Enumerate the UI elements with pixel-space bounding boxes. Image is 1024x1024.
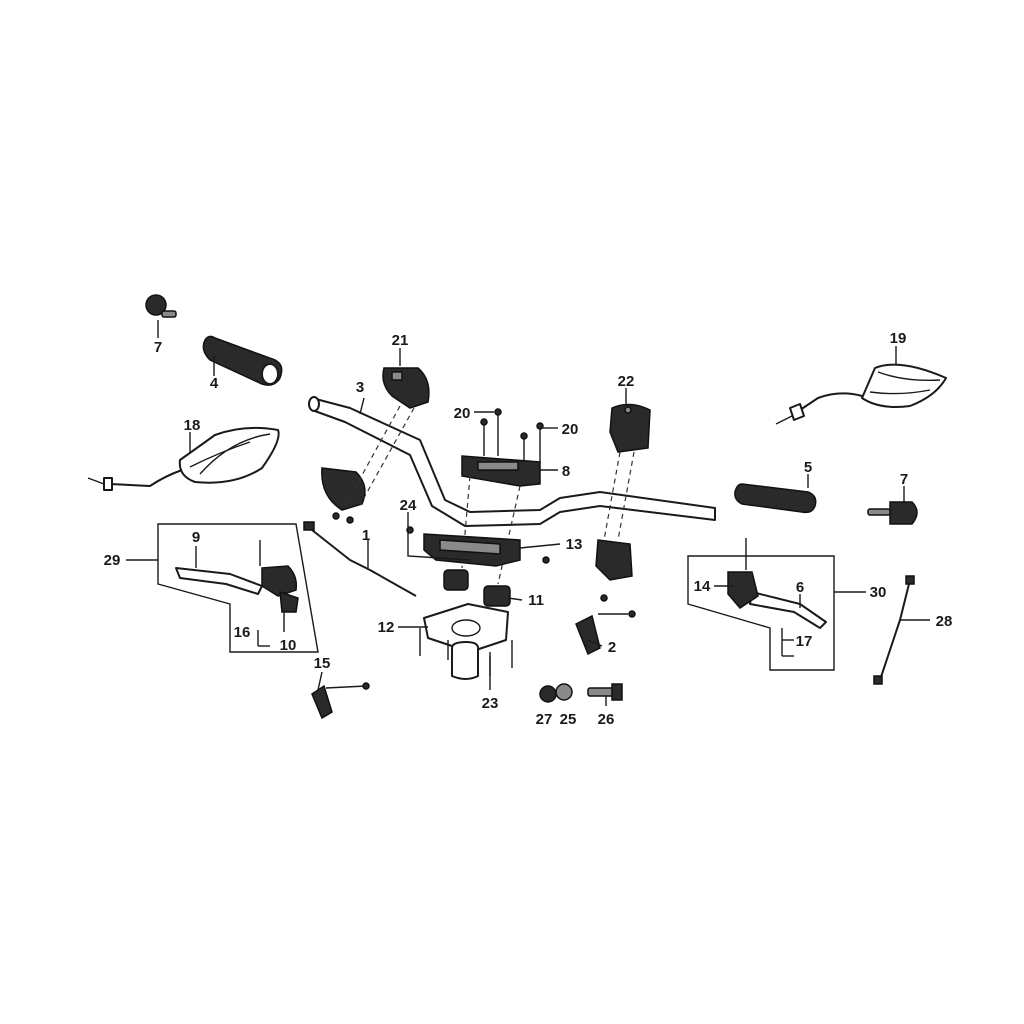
callout-5: 5 [804,459,812,476]
callout-27: 27 [536,711,553,728]
callout-11: 11 [528,592,544,609]
part-25[interactable] [555,683,573,701]
clamp-bolts [480,408,544,464]
right-lever-pin [781,628,794,657]
right-grip[interactable] [734,483,817,514]
callout-9: 9 [192,529,200,546]
cable-15[interactable] [311,682,370,720]
right-switch-lower[interactable] [595,539,633,581]
callout-10: 10 [280,637,297,654]
callout-25: 25 [560,711,577,728]
left-master-cylinder[interactable] [261,565,299,613]
left-lever-group-box [157,523,319,653]
lower-bracket[interactable] [423,603,509,653]
leader-lines [126,320,930,706]
callout-16: 16 [234,624,251,641]
handlebar[interactable] [308,396,716,527]
callout-labels: 7 4 3 21 18 19 22 20 20 8 5 7 24 1 13 11… [104,330,953,728]
screw-24[interactable] [406,526,414,534]
callout-3: 3 [356,379,364,396]
callout-20-left: 20 [454,405,471,422]
right-lever-perch[interactable] [727,571,759,609]
callout-7-left: 7 [154,339,162,356]
callout-7-right: 7 [900,471,908,488]
bolt-26[interactable] [587,683,623,701]
switch-2[interactable] [575,610,636,656]
callout-8: 8 [562,463,570,480]
callout-17: 17 [796,633,813,650]
left-brake-lever[interactable] [175,567,263,595]
upper-handlebar-clamp[interactable] [461,455,541,487]
callout-4: 4 [210,375,219,392]
left-lever-pin [257,630,270,647]
part-27[interactable] [539,685,557,703]
callout-15: 15 [314,655,331,672]
top-bridge[interactable] [423,533,521,567]
callout-13: 13 [566,536,583,553]
callout-23: 23 [482,695,499,712]
left-switch-lower[interactable] [321,467,366,511]
callout-1: 1 [362,527,370,544]
right-mirror[interactable] [775,363,947,425]
callout-29: 29 [104,552,121,569]
callout-19: 19 [890,330,907,347]
left-switch-screws [332,512,354,524]
steering-stem[interactable] [451,641,479,680]
right-clutch-lever[interactable] [749,591,827,629]
callout-6: 6 [796,579,804,596]
callout-2: 2 [608,639,616,656]
callout-30: 30 [870,584,887,601]
callout-26: 26 [598,711,615,728]
callout-24: 24 [400,497,417,514]
left-switch-upper[interactable] [382,367,430,409]
callout-18: 18 [184,417,201,434]
left-bar-end-weight[interactable] [145,294,177,318]
throttle-cable[interactable] [303,521,417,597]
callout-21: 21 [392,332,409,349]
callout-22: 22 [618,373,635,390]
callout-12: 12 [378,619,395,636]
right-bar-end-weight[interactable] [867,501,918,525]
callout-14: 14 [694,578,711,595]
left-mirror[interactable] [87,426,280,491]
left-grip[interactable] [202,335,283,386]
right-switch-upper[interactable] [609,403,651,453]
handlebar-risers[interactable] [443,569,511,607]
right-lever-group-box [687,555,835,671]
callout-28: 28 [936,613,953,630]
callout-20-right: 20 [562,421,579,438]
